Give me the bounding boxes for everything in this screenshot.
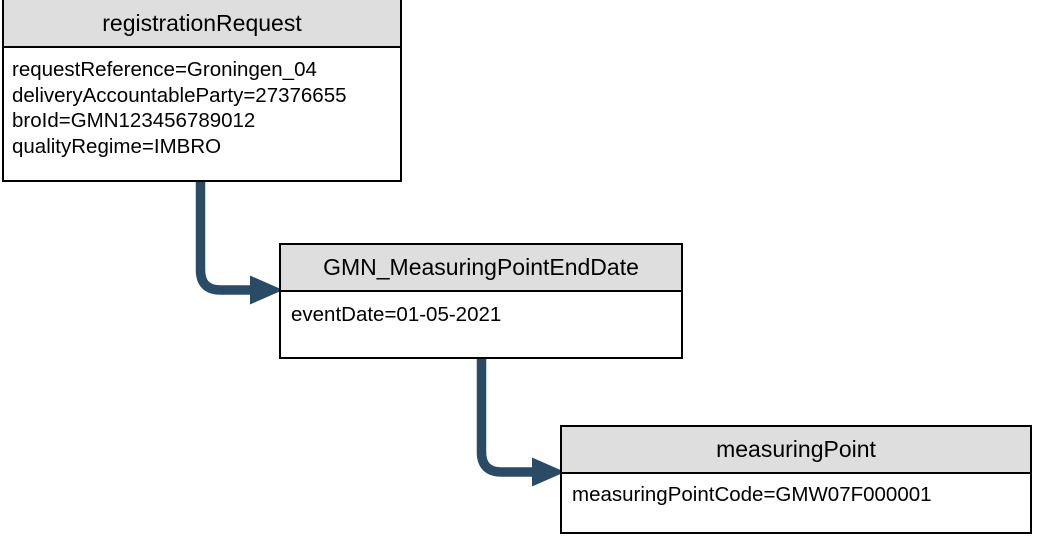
object-attributes-measuringpoint: measuringPointCode=GMW07F000001 (562, 474, 1030, 532)
object-attributes-registrationrequest: requestReference=Groningen_04 deliveryAc… (4, 48, 400, 180)
attribute-row: requestReference=Groningen_04 (12, 58, 317, 81)
connector-line (195, 176, 256, 295)
attribute-row: deliveryAccountableParty=27376655 (12, 83, 347, 107)
attribute-row: eventDate=01-05-2021 (291, 303, 502, 326)
attribute-row: broId=GMN123456789012 (12, 109, 256, 132)
object-title-gmn-measuringpointenddate: GMN_MeasuringPointEndDate (281, 245, 681, 292)
object-title-measuringpoint: measuringPoint (562, 427, 1030, 474)
attribute-row: qualityRegime=IMBRO (12, 134, 222, 158)
connector-line (476, 352, 538, 477)
object-box-gmn-measuringpointenddate[interactable]: GMN_MeasuringPointEndDate eventDate=01-0… (279, 243, 683, 359)
object-attributes-gmn-measuringpointenddate: eventDate=01-05-2021 (281, 292, 681, 357)
object-title-registrationrequest: registrationRequest (4, 0, 400, 48)
object-box-measuringpoint[interactable]: measuringPoint measuringPointCode=GMW07F… (560, 425, 1032, 534)
object-box-registrationrequest[interactable]: registrationRequest requestReference=Gro… (2, 0, 402, 182)
attribute-row: measuringPointCode=GMW07F000001 (572, 483, 932, 506)
